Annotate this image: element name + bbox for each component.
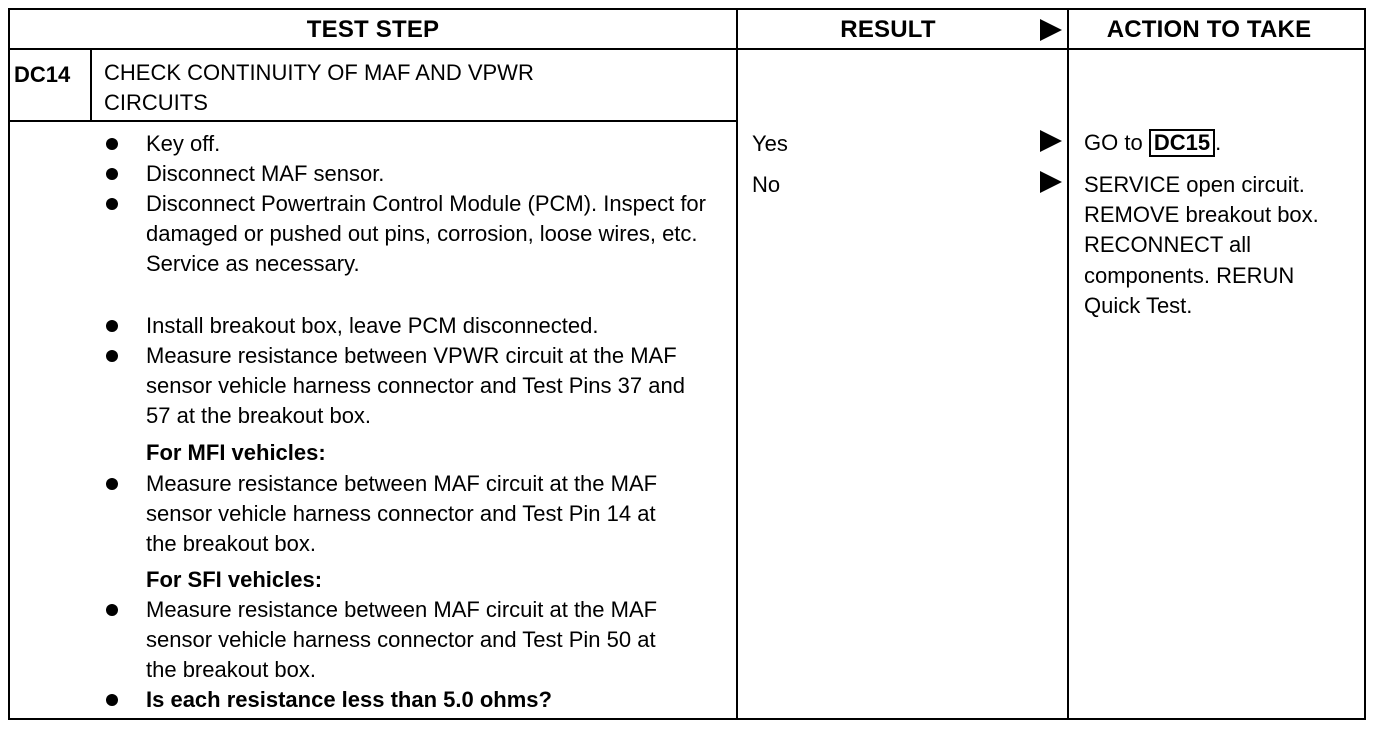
result-column-divider — [736, 8, 738, 720]
result-no: No — [752, 172, 781, 197]
table-top-border — [8, 8, 1366, 10]
result-yes-arrow-icon — [1040, 130, 1062, 152]
bullet-icon — [106, 138, 118, 150]
bullet-icon — [106, 604, 118, 616]
bullet-icon — [106, 478, 118, 490]
step-title-bottom-border — [8, 120, 738, 122]
step-code: DC14 — [14, 62, 71, 87]
bullet-icon — [106, 320, 118, 332]
header-result: RESULT — [840, 16, 936, 43]
header-action: ACTION TO TAKE — [1106, 16, 1312, 43]
step-instruction: Install breakout box, leave PCM disconne… — [146, 313, 599, 338]
bullet-icon — [106, 350, 118, 362]
result-yes: Yes — [752, 131, 788, 156]
table-bottom-border — [8, 718, 1366, 720]
header-bottom-border — [8, 48, 1366, 50]
table-right-border — [1364, 8, 1366, 720]
step-instruction: Measure resistance between MAF circuit a… — [146, 471, 658, 557]
step-instruction: Disconnect MAF sensor. — [146, 161, 385, 186]
bullet-icon — [106, 168, 118, 180]
subheading-mfi: For MFI vehicles: — [146, 440, 326, 465]
action-yes-suffix: . — [1215, 130, 1222, 155]
step-code-divider — [90, 48, 92, 122]
step-question: Is each resistance less than 5.0 ohms? — [146, 687, 552, 712]
table-left-border — [8, 8, 10, 720]
action-yes-prefix: GO to — [1084, 130, 1143, 155]
result-no-arrow-icon — [1040, 171, 1062, 193]
action-no: SERVICE open circuit. REMOVE breakout bo… — [1084, 172, 1319, 318]
step-title: CHECK CONTINUITY OF MAF AND VPWR CIRCUIT… — [104, 60, 534, 115]
action-column-divider — [1067, 8, 1069, 720]
step-reference-link[interactable]: DC15 — [1148, 129, 1216, 157]
bullet-icon — [106, 694, 118, 706]
step-instruction: Measure resistance between VPWR circuit … — [146, 343, 685, 429]
bullet-icon — [106, 198, 118, 210]
header-arrow-icon — [1040, 19, 1062, 41]
step-instruction: Measure resistance between MAF circuit a… — [146, 597, 658, 683]
step-instruction: Disconnect Powertrain Control Module (PC… — [146, 191, 706, 277]
subheading-sfi: For SFI vehicles: — [146, 567, 323, 592]
step-instruction: Key off. — [146, 131, 221, 156]
action-yes: GO to DC15. — [1084, 128, 1354, 158]
header-test-step: TEST STEP — [306, 16, 440, 43]
